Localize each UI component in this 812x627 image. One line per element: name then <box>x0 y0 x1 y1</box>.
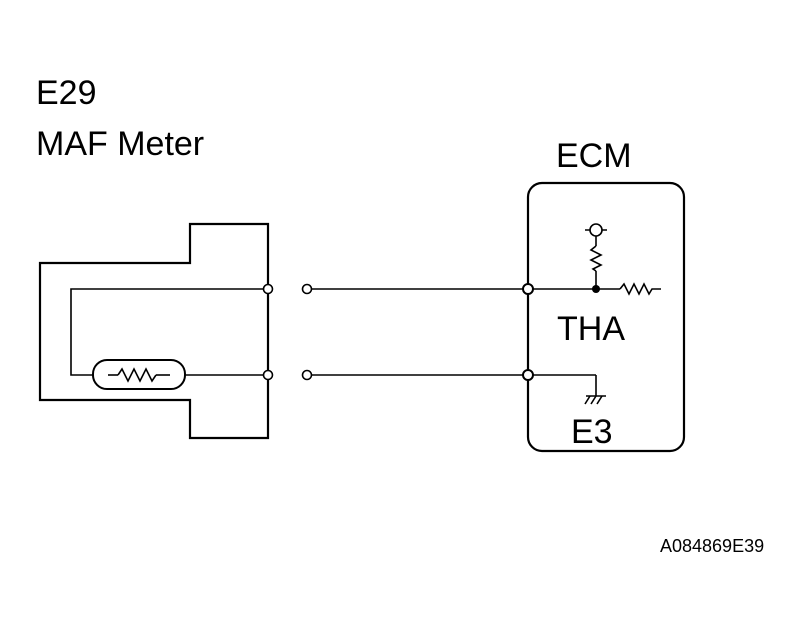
resistor-icon <box>117 367 157 383</box>
power-supply-icon <box>589 223 603 237</box>
ecm-box <box>526 181 686 453</box>
terminal-icon <box>262 369 274 381</box>
ground-hatch <box>584 395 591 405</box>
intake-air-temp-sensor-capsule <box>92 359 186 390</box>
terminal-icon <box>262 283 274 295</box>
ground-hatch <box>596 395 603 405</box>
ground-hatch <box>590 395 597 405</box>
maf-meter-housing <box>38 222 270 440</box>
resistor-icon <box>619 282 661 296</box>
terminal-icon <box>522 369 534 381</box>
terminal-label-e3: E3 <box>571 413 613 451</box>
terminal-icon <box>301 283 313 295</box>
terminal-label-tha: THA <box>557 310 625 348</box>
resistor-icon <box>589 245 603 272</box>
terminal-icon <box>301 369 313 381</box>
figure-id: A084869E39 <box>660 536 764 556</box>
maf-internal-wire-upper <box>70 288 268 376</box>
component-name: MAF Meter <box>36 125 204 163</box>
terminal-icon <box>522 283 534 295</box>
ecm-label: ECM <box>556 137 632 175</box>
connector-code: E29 <box>36 74 97 112</box>
